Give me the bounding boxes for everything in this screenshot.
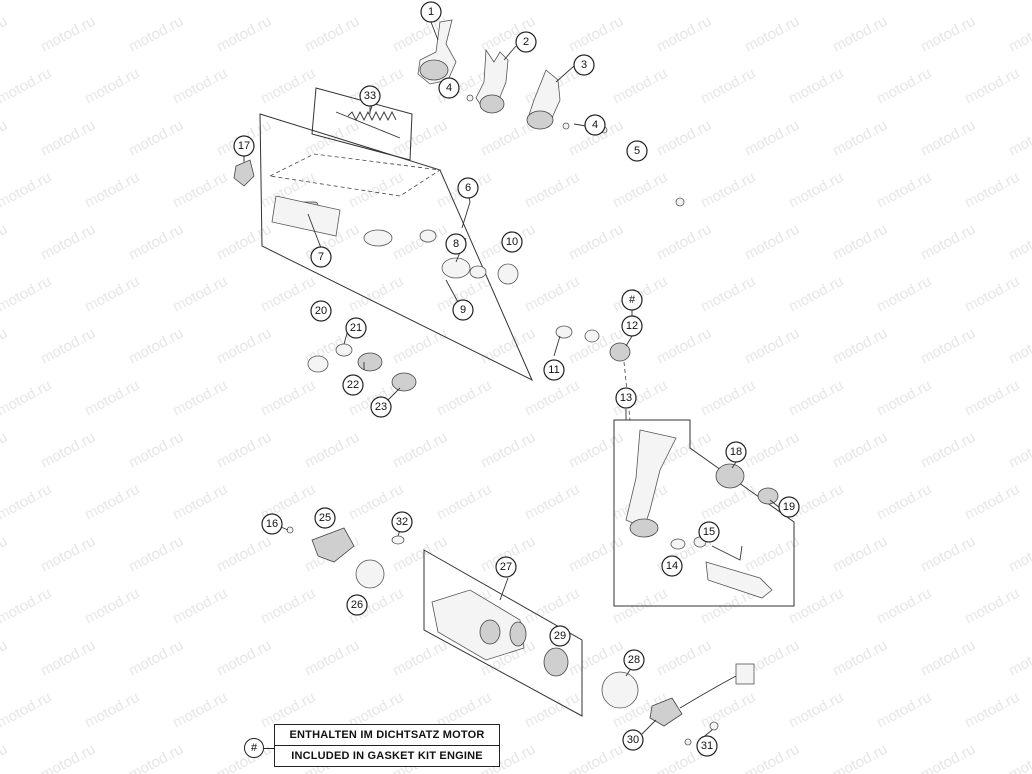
legend-line-english: INCLUDED IN GASKET KIT ENGINE <box>291 750 483 762</box>
box-27 <box>423 549 583 717</box>
svg-text:5: 5 <box>634 145 640 157</box>
callout-28: 28 <box>623 649 645 671</box>
svg-text:19: 19 <box>783 501 795 513</box>
shift-fork-2 <box>475 45 517 114</box>
svg-text:17: 17 <box>238 140 250 152</box>
svg-text:4: 4 <box>592 119 598 131</box>
callout-22: 22 <box>342 374 364 396</box>
svg-text:18: 18 <box>730 446 742 458</box>
box-33 <box>311 87 413 161</box>
svg-text:14: 14 <box>666 560 678 572</box>
svg-text:1: 1 <box>428 6 434 18</box>
callout-14: 14 <box>661 555 683 577</box>
svg-text:20: 20 <box>315 305 327 317</box>
watermark-text: motod.ru <box>0 741 10 774</box>
callout-1: 1 <box>420 1 442 23</box>
callout-5: 5 <box>626 140 648 162</box>
callout-8: 8 <box>445 233 467 255</box>
callout-15: 15 <box>698 521 720 543</box>
callout-29: 29 <box>549 625 571 647</box>
svg-text:32: 32 <box>396 516 408 528</box>
callout-12: 12 <box>621 315 643 337</box>
svg-text:13: 13 <box>620 392 632 404</box>
svg-text:3: 3 <box>581 59 587 71</box>
callout-20: 20 <box>310 300 332 322</box>
legend-line-german: ENTHALTEN IM DICHTSATZ MOTOR <box>275 725 499 746</box>
callout-3: 3 <box>573 54 595 76</box>
callout-9: 9 <box>452 299 474 321</box>
callout-13: 13 <box>615 387 637 409</box>
legend-leader-line <box>264 748 274 749</box>
svg-text:31: 31 <box>701 740 713 752</box>
svg-text:11: 11 <box>548 364 559 376</box>
svg-text:29: 29 <box>554 630 566 642</box>
callout-27: 27 <box>495 556 517 578</box>
svg-text:10: 10 <box>506 236 518 248</box>
svg-text:22: 22 <box>347 379 359 391</box>
svg-text:#: # <box>629 294 636 306</box>
callout-6: 6 <box>457 177 479 199</box>
svg-text:2: 2 <box>523 36 529 48</box>
callout-26: 26 <box>346 594 368 616</box>
callout-2: 2 <box>515 31 537 53</box>
callout-23: 23 <box>370 396 392 418</box>
svg-text:26: 26 <box>351 599 363 611</box>
svg-text:8: 8 <box>453 238 459 250</box>
box-6 <box>259 113 534 382</box>
svg-text:25: 25 <box>319 512 331 524</box>
callout-21: 21 <box>345 317 367 339</box>
callout-4b: 4 <box>584 114 606 136</box>
callouts: 1 2 3 4 4 5 6 7 8 9 10 11 # 12 13 14 15 … <box>233 1 800 757</box>
svg-text:12: 12 <box>626 320 638 332</box>
svg-text:28: 28 <box>628 654 640 666</box>
callout-31: 31 <box>696 735 718 757</box>
parts-16-25-26-32 <box>286 526 405 589</box>
svg-text:27: 27 <box>500 561 512 573</box>
callout-18: 18 <box>725 441 747 463</box>
svg-text:4: 4 <box>446 82 452 94</box>
callout-19: 19 <box>778 496 800 518</box>
legend-marker-callout: # <box>244 738 264 758</box>
callout-25: 25 <box>314 507 336 529</box>
callout-hash: # <box>621 289 643 311</box>
callout-30: 30 <box>622 729 644 751</box>
svg-text:23: 23 <box>375 401 387 413</box>
callout-10: 10 <box>501 231 523 253</box>
box-13 <box>613 419 795 607</box>
svg-text:7: 7 <box>318 251 324 263</box>
parts-11-12 <box>553 325 631 421</box>
callout-11: 11 <box>543 359 565 381</box>
svg-text:16: 16 <box>266 518 278 530</box>
callout-4a: 4 <box>438 77 460 99</box>
svg-text:30: 30 <box>627 734 639 746</box>
svg-text:15: 15 <box>703 526 715 538</box>
svg-text:33: 33 <box>364 90 376 102</box>
callout-7: 7 <box>310 246 332 268</box>
svg-text:6: 6 <box>465 182 471 194</box>
callout-33: 33 <box>359 85 381 107</box>
callout-16: 16 <box>261 513 283 535</box>
legend-box: ENTHALTEN IM DICHTSATZ MOTOR INCLUDED IN… <box>274 724 500 767</box>
callout-32: 32 <box>391 511 413 533</box>
svg-text:21: 21 <box>350 322 362 334</box>
callout-17: 17 <box>233 135 255 157</box>
svg-text:9: 9 <box>460 304 466 316</box>
shift-fork-1 <box>417 19 457 85</box>
shift-fork-3 <box>526 65 575 130</box>
parts-28-30-31 <box>601 663 755 746</box>
parts-20-23 <box>307 343 417 392</box>
